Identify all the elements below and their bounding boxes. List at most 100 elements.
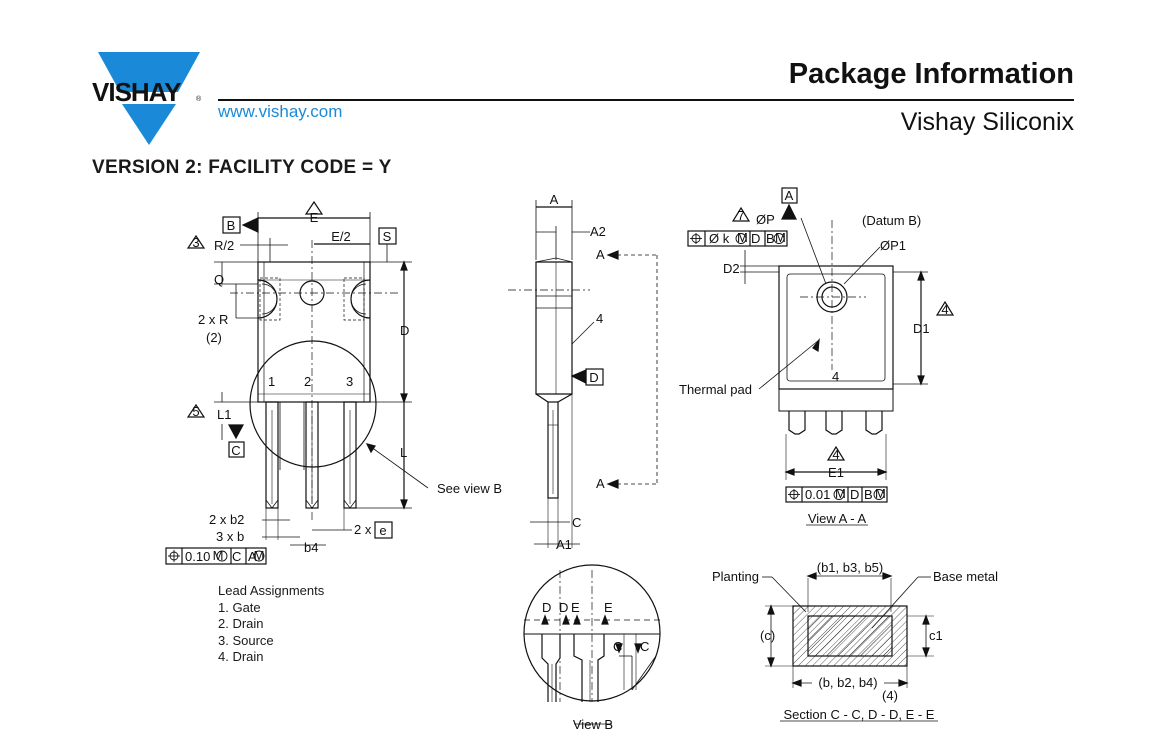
vishay-logo: VISHAY ®: [92, 52, 202, 145]
website-link[interactable]: www.vishay.com: [218, 102, 343, 121]
datum-d-label: D: [589, 370, 598, 385]
note-7-label: 7: [737, 208, 744, 223]
plating-label: Planting: [712, 569, 759, 584]
lead-item: 3. Source: [218, 632, 274, 648]
datum-c-box: [228, 441, 245, 458]
thermal-pad-label: Thermal pad: [679, 382, 752, 397]
side-view-labels: A A2 A 4 D A C A1: [550, 192, 606, 552]
lead-item: 4. Drain: [218, 649, 264, 664]
pad-4-label: 4: [832, 369, 839, 384]
two-x-label: 2 x: [354, 522, 372, 537]
front-view-labels: B E E E/2 S 3 R/2 Q 2 x R (2) D 1 2 3 5 …: [185, 210, 502, 564]
dim-e-half-label: E/2: [331, 229, 351, 244]
svg-text:M: M: [254, 548, 265, 563]
dim-c-label: C: [572, 515, 581, 530]
dim-e-label: E: [310, 210, 319, 225]
view-aa-caption: View A - A: [808, 511, 867, 526]
section-a-top-label: A: [596, 247, 605, 262]
datum-b-label: B: [227, 218, 236, 233]
lead-heading: Lead Assignments: [218, 583, 325, 598]
datum-b-box: [222, 216, 241, 234]
c-paren-label: (c): [760, 628, 775, 643]
e-box-label: e: [379, 523, 386, 538]
front-tol-ref2: A: [248, 549, 257, 564]
dim-q-label: Q: [214, 272, 224, 287]
fcf-k-label: Ø k: [709, 231, 730, 246]
front-tol-ref1: C: [232, 549, 241, 564]
two-x-b2-label: 2 x b2: [209, 512, 244, 527]
note-5-label: 5: [192, 404, 199, 419]
fcf-b-label: B: [766, 231, 775, 246]
aa-note-4-triangle: [935, 300, 955, 316]
view-b-labels: D D E E C C View B: [542, 600, 649, 732]
pin1-label: 1: [268, 374, 275, 389]
section-caption: Section C - C, D - D, E - E: [784, 707, 935, 722]
base-metal-label: Base metal: [933, 569, 998, 584]
dim-l-label: L: [400, 445, 407, 460]
two-x-r-label: 2 x R: [198, 312, 228, 327]
view-b-d2: D: [559, 600, 568, 615]
note-3-triangle: [186, 234, 206, 249]
datum-a-label: A: [785, 188, 794, 203]
e1-note-4-label: 4: [832, 447, 839, 462]
three-x-b-label: 3 x b: [216, 529, 244, 544]
svg-text:®: ®: [196, 95, 202, 103]
pin3-label: 3: [346, 374, 353, 389]
side-label-4: 4: [596, 311, 603, 326]
datum-s-box: [378, 227, 397, 245]
datum-b-aa-label: (Datum B): [862, 213, 921, 228]
note-7-triangle: [731, 206, 751, 222]
dim-p-label: ØP: [756, 212, 775, 227]
e1-note-4-triangle: [826, 445, 846, 461]
aa-fcf-top: [687, 230, 788, 247]
aa-tol-m1: M: [835, 486, 846, 501]
aa-tol-b: B: [864, 487, 873, 502]
view-b-e2: E: [604, 600, 613, 615]
front-tolerance-frame: [165, 547, 267, 565]
view-b-e1: E: [571, 600, 580, 615]
dim-a2-label: A2: [590, 224, 606, 239]
aa-fcf-bottom: [785, 486, 888, 503]
section-view: [762, 572, 938, 722]
dim-l1-label: L1: [217, 407, 231, 422]
dim-d-label: D: [400, 323, 409, 338]
pin2-label: 2: [304, 374, 311, 389]
b135-label: (b1, b3, b5): [817, 560, 884, 575]
aa-tol-m2: M: [875, 486, 886, 501]
c1-label: c1: [929, 628, 943, 643]
aa-note-4-label: 4: [941, 302, 948, 317]
datum-c-label: C: [231, 443, 240, 458]
view-a-a: [687, 187, 955, 526]
section-labels: Planting (b1, b3, b5) Base metal (c) c1 …: [712, 560, 998, 722]
lead-item: 1. Gate: [218, 599, 261, 615]
note-3-label: 3: [192, 235, 199, 250]
b24-label: (b, b2, b4): [818, 675, 877, 690]
view-b-c1: C: [613, 639, 622, 654]
dim-d2-label: D2: [723, 261, 740, 276]
front-view: [165, 200, 429, 565]
note-4-triangle: [304, 200, 324, 215]
e-box: [374, 521, 393, 539]
datum-a-box: [781, 187, 798, 204]
view-b: [523, 564, 661, 725]
see-view-b-label: See view B: [437, 481, 502, 496]
side-dim-a-label: A: [550, 192, 559, 207]
note-5-triangle: [186, 403, 206, 418]
fcf-m1: M: [737, 230, 748, 245]
dim-p1-label: ØP1: [880, 238, 906, 253]
datum-d-box: [585, 368, 604, 386]
svg-text:M: M: [213, 548, 224, 563]
dim-b4-label: b4: [304, 540, 318, 555]
view-b-caption: View B: [573, 717, 613, 732]
two-paren-label: (2): [206, 330, 222, 345]
fcf-d-label: D: [751, 231, 760, 246]
dim-a1-label: A1: [556, 537, 572, 552]
front-tol-value: 0.10: [185, 549, 210, 564]
side-view: [508, 200, 658, 548]
aa-tol-value: 0.01: [805, 487, 830, 502]
header-rule: [218, 99, 1074, 101]
view-b-d1: D: [542, 600, 551, 615]
page-subtitle: Vishay Siliconix: [900, 108, 1074, 136]
dim-d1-label: D1: [913, 321, 930, 336]
